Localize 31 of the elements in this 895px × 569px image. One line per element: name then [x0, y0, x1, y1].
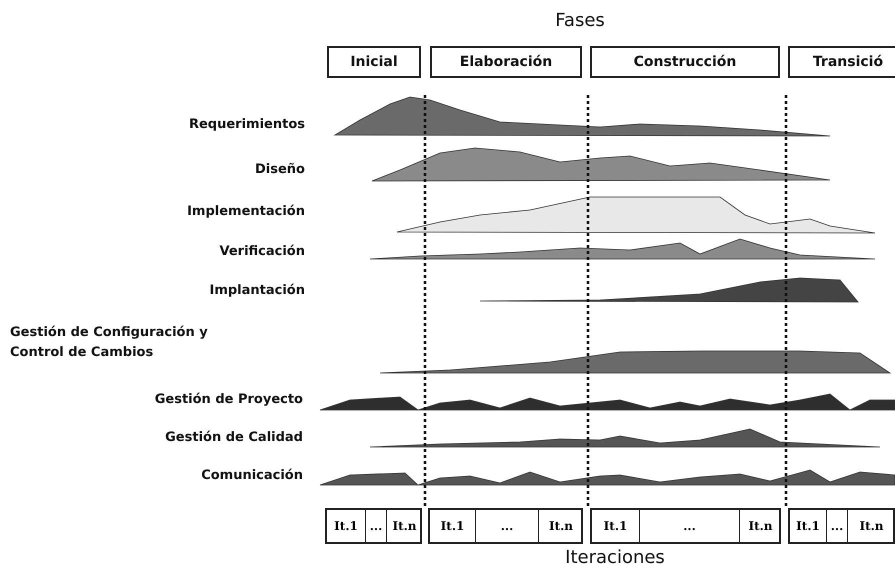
iteration-cell: It.1	[592, 510, 640, 542]
discipline-label: Comunicación	[200, 468, 303, 483]
iteration-cell: ...	[640, 510, 740, 542]
axis-title: Iteraciones	[564, 547, 666, 568]
discipline-label: Gestión de Proyecto	[154, 392, 303, 407]
iteration-cell: It.n	[848, 510, 895, 542]
discipline-label: Implementación	[186, 204, 305, 219]
phase-box: Transició	[788, 46, 895, 78]
axis-title: Fases	[554, 10, 606, 31]
iteration-group-box	[428, 508, 583, 544]
phase-box: Construcción	[590, 46, 780, 78]
discipline-label: Verificación	[218, 244, 305, 259]
iteration-group-box	[788, 508, 895, 544]
iteration-cell: It.n	[740, 510, 781, 542]
phase-box: Elaboración	[430, 46, 582, 78]
iteration-cell: ...	[366, 510, 387, 542]
discipline-label: Gestión de Configuración y Control de Cambios	[10, 324, 209, 362]
iteration-cell: It.1	[327, 510, 366, 542]
phase-box: Inicial	[327, 46, 421, 78]
discipline-label: Gestión de Calidad	[164, 430, 303, 445]
iteration-cell: It.n	[387, 510, 422, 542]
iteration-cell: It.n	[539, 510, 583, 542]
discipline-label: Diseño	[254, 162, 305, 177]
discipline-label: Requerimientos	[188, 117, 305, 132]
iteration-cell: ...	[476, 510, 539, 542]
iteration-cell: ...	[827, 510, 848, 542]
iteration-group-box	[590, 508, 781, 544]
iteration-cell: It.1	[430, 510, 476, 542]
discipline-label: Implantación	[208, 283, 305, 298]
iteration-group-box	[325, 508, 422, 544]
iteration-cell: It.1	[790, 510, 827, 542]
